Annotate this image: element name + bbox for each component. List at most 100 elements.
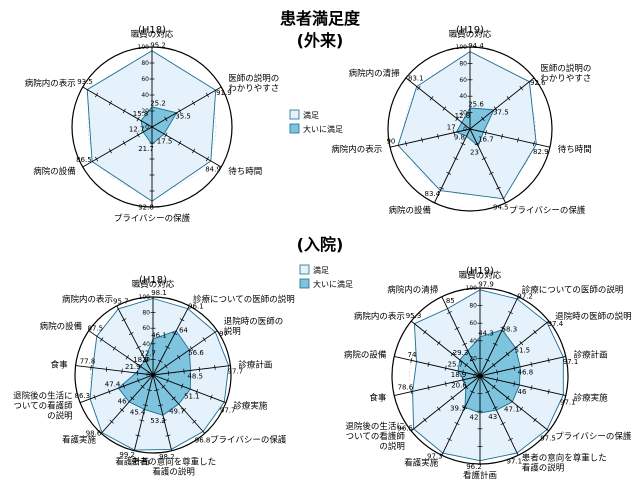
- radar-axis-label: 患者の意向を尊重した看護の説明: [522, 453, 607, 474]
- radar-tick-mark: [108, 389, 111, 395]
- radar-tick-label: 100: [456, 44, 468, 51]
- radar-tick-mark: [416, 85, 421, 91]
- radar-year-label: (H18): [138, 25, 166, 36]
- radar-value-label: 49.7: [169, 408, 185, 416]
- radar-axis-label: 患者の意向を尊重した看護の説明: [131, 457, 216, 478]
- radar-tick-mark: [513, 365, 516, 371]
- radar-value-label: 25.2: [150, 99, 166, 107]
- radar-tick-mark: [432, 201, 437, 205]
- radar-tick-mark: [450, 395, 455, 401]
- radar-axis-label-line: 看護の説明: [152, 467, 195, 478]
- radar-value-label: 64: [179, 327, 188, 335]
- radar-tick-mark: [547, 389, 550, 395]
- radar-spoke: [151, 86, 222, 128]
- radar-tick-mark: [165, 434, 171, 437]
- radar-spoke: [479, 296, 519, 377]
- radar-tick-mark: [492, 406, 498, 410]
- radar-tick-mark: [533, 141, 535, 147]
- radar-axis-label: 看護計画: [463, 470, 497, 481]
- radar-value-label: 25.7: [448, 361, 464, 369]
- radar-tick-mark: [186, 304, 192, 308]
- radar-axis-label: 病院内の表示: [331, 144, 382, 155]
- radar-value-label: 97.1: [507, 458, 523, 466]
- radar-tick-mark: [480, 116, 485, 121]
- radar-tick-label: 60: [142, 325, 150, 332]
- radar-value-label: 43: [488, 413, 497, 421]
- radar-axis-label-line: わかりやすさ: [228, 84, 279, 94]
- radar-tick-label: 100: [466, 285, 478, 292]
- radar-value-label: 78.6: [398, 383, 414, 391]
- radar-value-label: 84.9: [205, 166, 221, 174]
- radar-spoke: [434, 128, 471, 204]
- radar-spoke: [410, 320, 481, 377]
- radar-tick-mark: [180, 383, 184, 389]
- radar-value-label: 97.5: [540, 434, 556, 442]
- radar-tick-mark: [205, 156, 209, 162]
- radar-chart-3: 02040608010098.196.19797.797.796.898.299…: [13, 275, 295, 478]
- radar-tick-mark: [122, 108, 126, 114]
- radar-tick-mark: [513, 381, 516, 387]
- radar-spoke: [151, 126, 222, 168]
- radar-spoke: [479, 320, 550, 377]
- radar-spoke: [152, 305, 190, 376]
- radar-axis-label-line: 病院の設備: [33, 166, 76, 177]
- radar-tick-mark: [138, 363, 142, 369]
- radar-tick-mark: [219, 84, 223, 90]
- radar-tick-mark: [423, 417, 427, 423]
- radar-tick-mark: [172, 332, 178, 336]
- radar-value-label: 51.5: [515, 346, 531, 354]
- legend-swatch-satisfied: [299, 264, 310, 275]
- radar-spoke: [405, 77, 471, 130]
- radar-axis-label-line: 看護計画: [463, 470, 497, 481]
- radar-spoke: [389, 128, 471, 148]
- radar-value-label: 29.3: [453, 349, 469, 357]
- radar-tick-mark: [198, 366, 201, 372]
- radar-spoke: [79, 374, 154, 404]
- radar-tick-mark: [136, 116, 140, 122]
- radar-value-label: 97.2: [517, 293, 533, 301]
- radar-value-label: 83.1: [408, 75, 424, 83]
- radar-tick-mark: [119, 408, 125, 412]
- radar-tick-mark: [533, 329, 537, 335]
- radar-year-label: (H19): [456, 25, 484, 36]
- radar-tick-label: 0: [473, 373, 477, 380]
- radar-spoke: [82, 86, 153, 128]
- legend-label-satisfied: 満足: [303, 111, 319, 120]
- radar-value-label: 35.5: [175, 113, 191, 121]
- radar-axis-label: 病院内の清掃: [349, 68, 401, 79]
- radar-tick-mark: [491, 384, 496, 390]
- radar-tick-mark: [139, 419, 145, 422]
- radar-value-label: 91.9: [216, 89, 232, 97]
- radar-tick-mark: [229, 363, 232, 369]
- radar-spoke: [116, 305, 154, 376]
- radar-value-label: 92.8: [138, 204, 154, 212]
- radar-axis-label: 病院の設備: [388, 205, 431, 216]
- radar-tick-mark: [461, 377, 464, 383]
- radar-tick-mark: [164, 116, 168, 122]
- radar-value-label: 97.3: [427, 452, 443, 460]
- radar-axis-label: 診療計画: [238, 360, 272, 371]
- radar-tick-mark: [125, 355, 130, 360]
- radar-axis-label: 退院後の生活についての看護師の説明: [345, 421, 405, 452]
- radar-tick-mark: [93, 394, 96, 400]
- radar-axis-label-line: 病院の設備: [388, 205, 431, 216]
- radar-tick-mark: [469, 390, 475, 394]
- legend-inpatient: 満足 大いに満足: [299, 264, 353, 289]
- radar-tick-mark: [505, 395, 510, 401]
- radar-axis-label-line: 医師の説明の: [540, 63, 591, 74]
- radar-tick-mark: [136, 345, 141, 349]
- radar-tick-mark: [121, 318, 127, 322]
- radar-axis-label: 待ち時間: [228, 166, 262, 177]
- radar-axis-label-line: 退院後の生活に: [13, 391, 73, 402]
- radar-axis-label-line: 診療計画: [574, 350, 608, 361]
- radar-axis-label-line: わかりやすさ: [540, 74, 591, 84]
- radar-spoke: [152, 374, 227, 404]
- radar-tick-mark: [496, 186, 501, 190]
- radar-value-label: 12.7: [129, 125, 145, 133]
- radar-tick-mark: [410, 357, 413, 363]
- radar-axis-label-line: 病院の設備: [40, 321, 83, 332]
- radar-axis-label: プライバシーの保護: [555, 431, 632, 442]
- radar-value-label: 97.9: [478, 280, 494, 288]
